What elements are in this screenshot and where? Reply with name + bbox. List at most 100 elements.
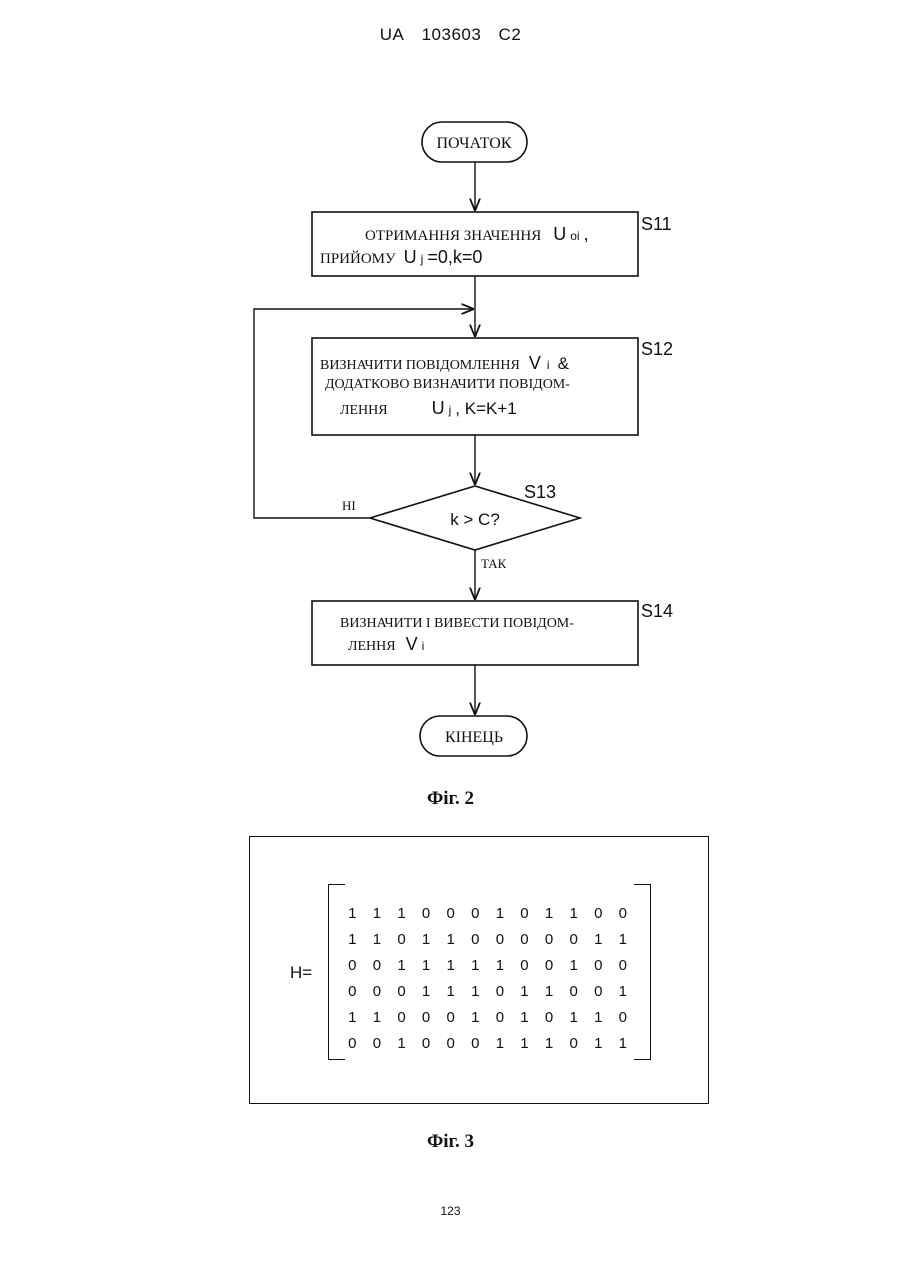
matrix-cell: 0: [586, 905, 611, 922]
s12-line1-tail: &: [558, 354, 570, 373]
matrix-row: 111000101100: [340, 900, 640, 926]
matrix-cell: 1: [463, 957, 488, 974]
s12-line2: ДОДАТКОВО ВИЗНАЧИТИ ПОВІДОМ-: [325, 377, 570, 392]
matrix-row: 000111011001: [340, 978, 640, 1004]
s12-line3-sub: j: [448, 403, 452, 417]
matrix-cell: 0: [340, 983, 365, 1000]
matrix-cell: 0: [414, 905, 439, 922]
matrix-cell: 0: [488, 931, 513, 948]
matrix-cell: 1: [537, 1035, 562, 1052]
figure-2-caption: Фіг. 2: [0, 788, 901, 810]
s12-line1-sub: i: [547, 358, 550, 372]
matrix-cell: 1: [586, 1009, 611, 1026]
matrix-cell: 1: [611, 983, 636, 1000]
matrix-cell: 0: [365, 957, 390, 974]
start-label: ПОЧАТОК: [436, 135, 511, 152]
matrix-cell: 1: [512, 1009, 537, 1026]
s11-line1-tail: ,: [584, 224, 589, 244]
matrix-cell: 0: [340, 1035, 365, 1052]
matrix-cell: 0: [389, 931, 414, 948]
matrix-cell: 1: [340, 905, 365, 922]
matrix-cell: 0: [463, 1035, 488, 1052]
matrix-cell: 0: [389, 1009, 414, 1026]
s13-yes-label: ТАК: [481, 556, 507, 571]
s13-no-label: НІ: [342, 498, 356, 513]
s14-line2-var: V: [406, 634, 418, 654]
matrix-cell: 1: [611, 931, 636, 948]
s12-line3: ЛЕННЯ U j , K=K+1: [340, 398, 517, 418]
s11-line2-var: U: [404, 247, 417, 267]
matrix-cell: 1: [365, 1009, 390, 1026]
flowchart: ПОЧАТОК S11 ОТРИМАННЯ ЗНАЧЕННЯ U oi , ПР…: [0, 0, 901, 820]
matrix-row: 001000111011: [340, 1030, 640, 1056]
matrix-cell: 1: [340, 931, 365, 948]
s14-line2-sub: i: [422, 639, 425, 653]
parity-matrix: 1110001011001101100000110011111001000001…: [340, 900, 640, 1056]
s11-line1-text: ОТРИМАННЯ ЗНАЧЕННЯ: [365, 228, 541, 244]
matrix-cell: 1: [389, 1035, 414, 1052]
s12-line3-text: ЛЕННЯ: [340, 403, 388, 418]
matrix-cell: 1: [488, 905, 513, 922]
matrix-cell: 1: [512, 1035, 537, 1052]
s12-line3-tail: , K=K+1: [455, 399, 516, 418]
s12-line1-var: V: [529, 353, 541, 373]
matrix-cell: 1: [463, 983, 488, 1000]
matrix-cell: 0: [611, 1009, 636, 1026]
matrix-cell: 0: [414, 1035, 439, 1052]
s13-condition: k > C?: [450, 510, 500, 529]
s11-line1-sub: oi: [570, 229, 579, 243]
matrix-cell: 0: [586, 957, 611, 974]
matrix-cell: 0: [365, 983, 390, 1000]
matrix-cell: 1: [537, 983, 562, 1000]
matrix-cell: 1: [438, 931, 463, 948]
matrix-cell: 0: [611, 957, 636, 974]
s11-line2-sub: j: [420, 252, 424, 266]
matrix-cell: 0: [611, 905, 636, 922]
s11-line1: ОТРИМАННЯ ЗНАЧЕННЯ U oi ,: [365, 224, 589, 244]
end-label: КІНЕЦЬ: [445, 729, 503, 746]
matrix-cell: 1: [561, 905, 586, 922]
matrix-cell: 0: [488, 983, 513, 1000]
s14-line2-text: ЛЕННЯ: [348, 639, 396, 654]
s11-line2: ПРИЙОМУ U j =0,k=0: [320, 247, 482, 267]
s13-id: S13: [524, 482, 556, 502]
s14-id: S14: [641, 601, 673, 621]
s14-line2: ЛЕННЯ V i: [348, 634, 424, 654]
matrix-cell: 1: [414, 983, 439, 1000]
page-number: 123: [0, 1204, 901, 1218]
s12-line1-text: ВИЗНАЧИТИ ПОВІДОМЛЕННЯ: [320, 358, 520, 373]
matrix-label: H=: [290, 963, 312, 983]
matrix-cell: 0: [438, 1009, 463, 1026]
matrix-cell: 0: [537, 957, 562, 974]
s12-line3-var: U: [432, 398, 445, 418]
matrix-cell: 1: [414, 957, 439, 974]
matrix-cell: 0: [561, 931, 586, 948]
matrix-cell: 1: [414, 931, 439, 948]
matrix-cell: 0: [438, 905, 463, 922]
matrix-cell: 0: [414, 1009, 439, 1026]
s14-line1: ВИЗНАЧИТИ І ВИВЕСТИ ПОВІДОМ-: [340, 616, 574, 631]
matrix-cell: 1: [389, 905, 414, 922]
matrix-cell: 0: [586, 983, 611, 1000]
matrix-cell: 0: [561, 1035, 586, 1052]
matrix-cell: 1: [389, 957, 414, 974]
matrix-cell: 1: [340, 1009, 365, 1026]
s12-line1: ВИЗНАЧИТИ ПОВІДОМЛЕННЯ V i &: [320, 353, 570, 373]
matrix-cell: 1: [463, 1009, 488, 1026]
matrix-cell: 1: [561, 957, 586, 974]
matrix-cell: 0: [488, 1009, 513, 1026]
matrix-cell: 0: [389, 983, 414, 1000]
matrix-cell: 0: [438, 1035, 463, 1052]
matrix-cell: 1: [586, 1035, 611, 1052]
matrix-cell: 1: [537, 905, 562, 922]
matrix-row: 001111100100: [340, 952, 640, 978]
matrix-cell: 1: [561, 1009, 586, 1026]
matrix-cell: 1: [586, 931, 611, 948]
matrix-cell: 0: [537, 931, 562, 948]
matrix-row: 110110000011: [340, 926, 640, 952]
s11-line2-tail: =0,k=0: [427, 247, 482, 267]
matrix-cell: 0: [512, 957, 537, 974]
matrix-cell: 0: [463, 905, 488, 922]
s14-box: [312, 601, 638, 665]
matrix-cell: 0: [561, 983, 586, 1000]
